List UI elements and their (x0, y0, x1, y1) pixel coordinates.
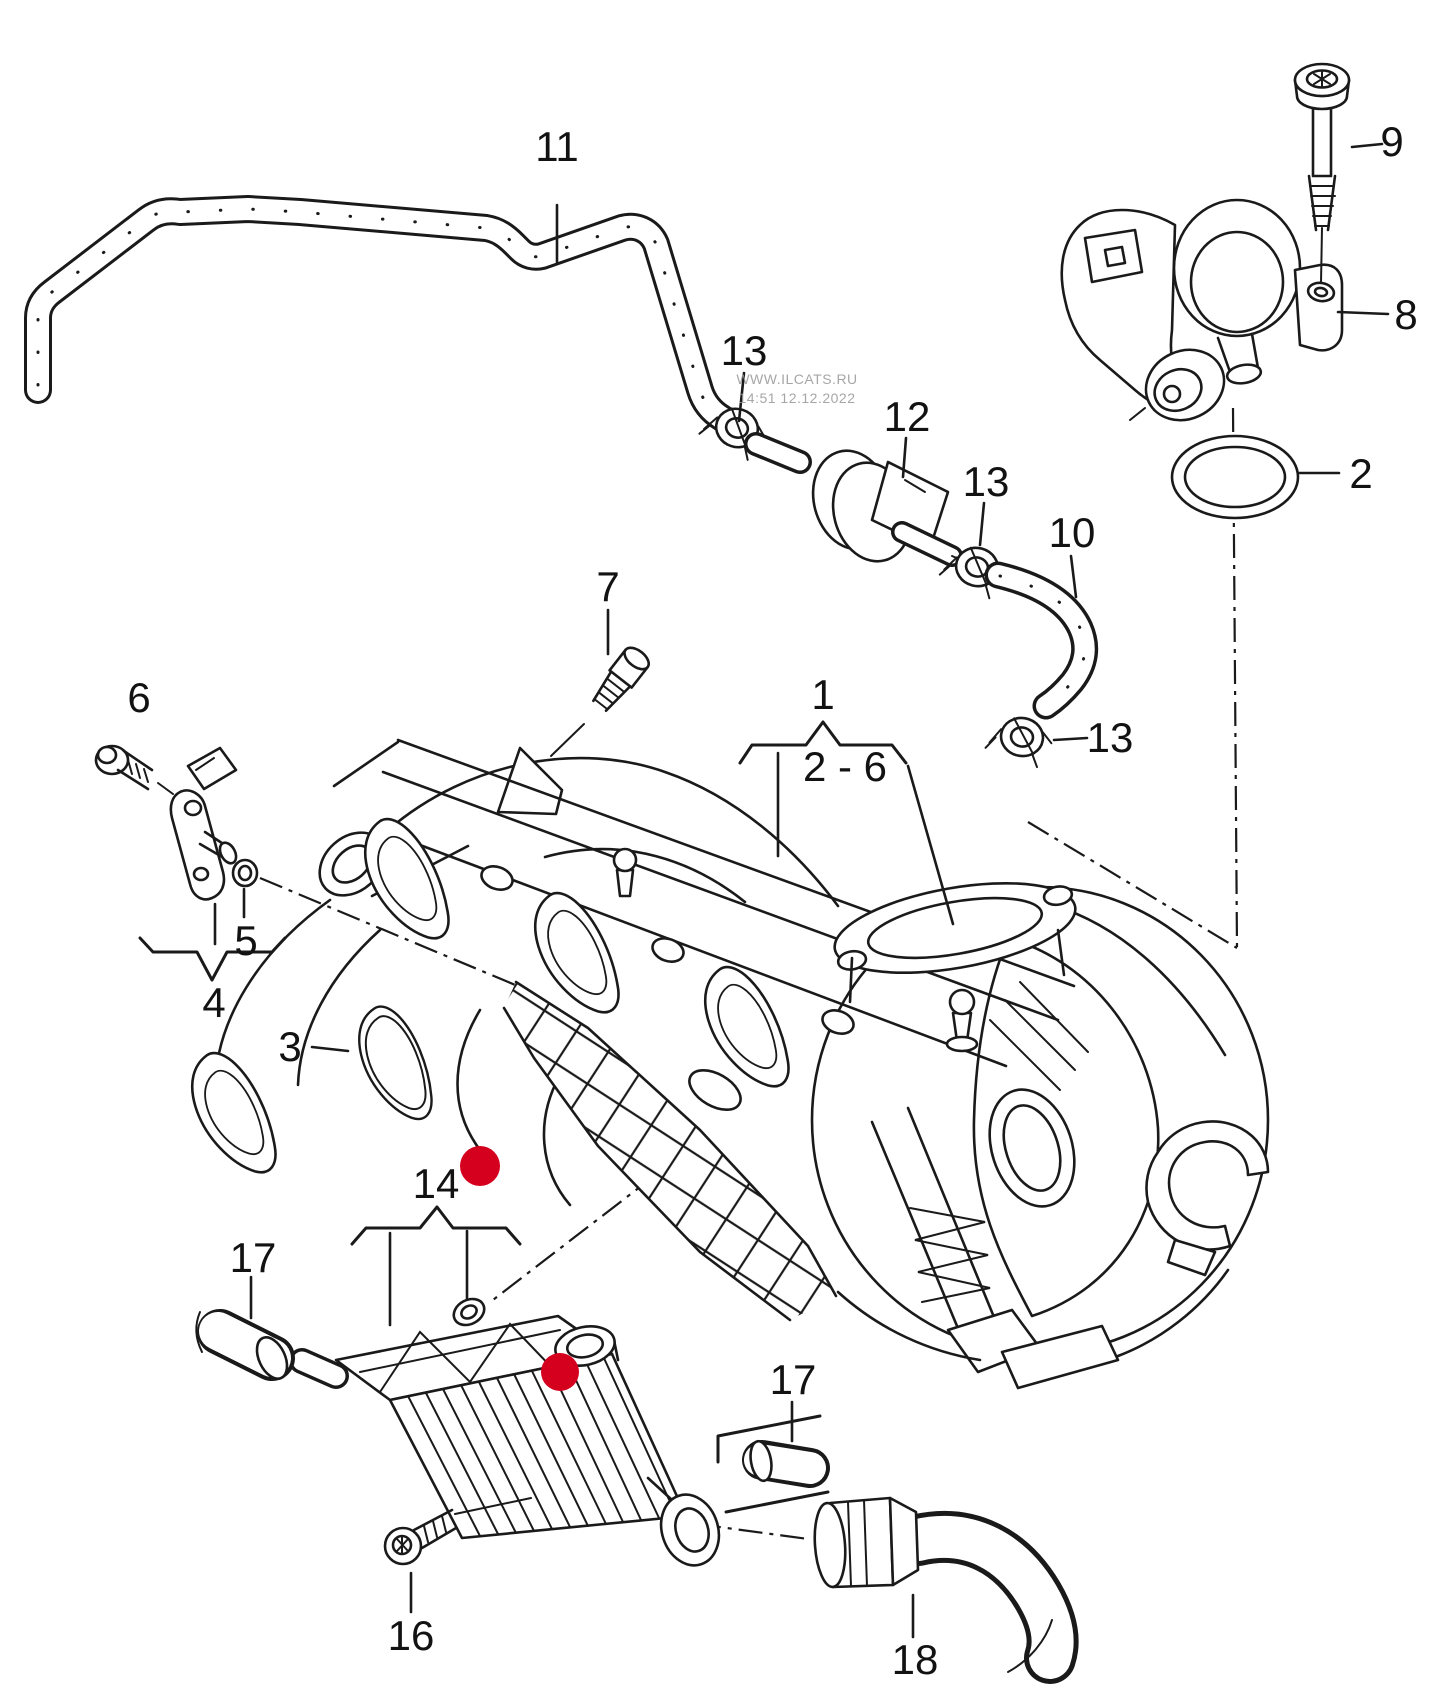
ball-stud (612, 847, 979, 1053)
callout-16: 16 (387, 1612, 435, 1659)
callout-13c: 13 (1086, 714, 1134, 761)
callout-17b: 17 (769, 1356, 817, 1403)
callout-7: 7 (596, 563, 620, 610)
breather-hose-11 (24, 195, 736, 432)
hose-18 (813, 1496, 1079, 1684)
watermark: WWW.ILCATS.RU 14:51 12.12.2022 (736, 370, 857, 408)
callout-2-6: 2 - 6 (802, 743, 888, 790)
marker-dot-1 (460, 1146, 500, 1186)
intake-manifold (179, 738, 1270, 1390)
watermark-site: WWW.ILCATS.RU (736, 371, 858, 387)
callout-18: 18 (891, 1636, 939, 1683)
callout-leaders (138, 142, 1390, 1639)
callout-14: 14 (412, 1160, 460, 1207)
pipe-17-right (716, 1414, 830, 1514)
screw-9 (1293, 62, 1351, 232)
callout-2: 2 (1349, 450, 1373, 497)
resonator-14 (289, 1297, 721, 1567)
callout-6: 6 (127, 674, 151, 721)
map-sensor-4 (169, 746, 238, 901)
marker-dot-2 (541, 1353, 579, 1391)
bolt-6 (94, 744, 174, 795)
callout-10: 10 (1048, 509, 1096, 556)
callout-8: 8 (1394, 291, 1418, 338)
seal-ring-2 (1170, 434, 1300, 520)
o-ring-5 (231, 858, 259, 888)
callout-13a: 13 (720, 327, 768, 374)
throttle-body-8 (1060, 198, 1344, 422)
callout-4: 4 (202, 979, 226, 1026)
position-markers (460, 1146, 579, 1391)
callout-13b: 13 (962, 458, 1010, 505)
clamp-13c (982, 711, 1057, 771)
gasket-3 (343, 1001, 451, 1123)
pipe-17-left (195, 1309, 295, 1381)
purge-valve-12 (744, 432, 967, 567)
callout-9: 9 (1380, 118, 1404, 165)
callout-3: 3 (278, 1023, 302, 1070)
watermark-timestamp: 14:51 12.12.2022 (738, 390, 856, 406)
mesh-panel (502, 980, 838, 1322)
callout-11: 11 (535, 123, 579, 170)
callout-17a: 17 (229, 1234, 277, 1281)
callout-1: 1 (811, 671, 835, 718)
bolt-7 (550, 646, 651, 757)
callout-12: 12 (883, 393, 931, 440)
throttle-flange (833, 881, 1077, 975)
screw-16 (383, 1497, 532, 1566)
callout-5: 5 (234, 917, 258, 964)
vacuum-hose-10 (984, 561, 1099, 720)
